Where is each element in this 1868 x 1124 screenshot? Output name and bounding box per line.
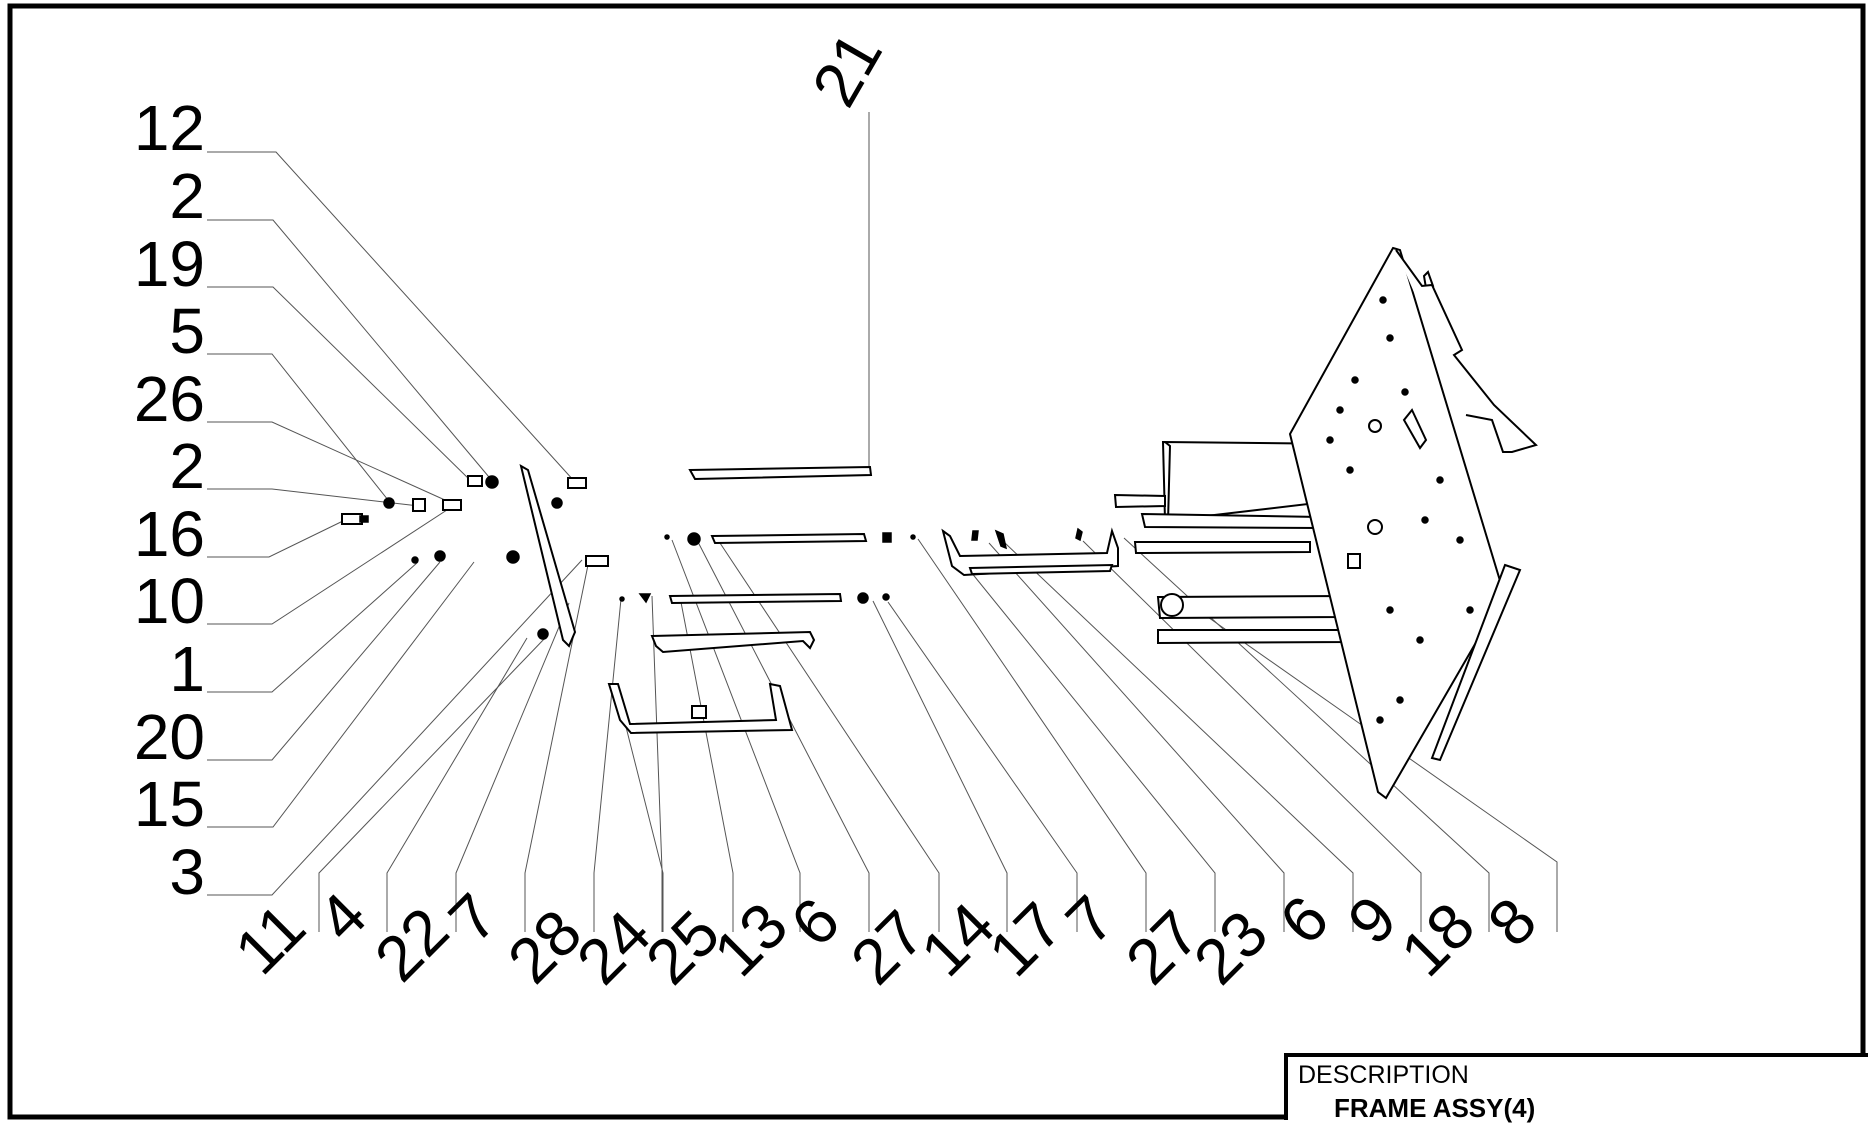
description-value: FRAME ASSY(4) xyxy=(1334,1093,1536,1123)
callout-left-4: 5 xyxy=(169,295,205,367)
callout-left-3: 19 xyxy=(134,228,205,300)
bottom-callouts: 11 4 22 7 28 24 25 13 6 27 14 17 7 27 23… xyxy=(221,879,1550,998)
callout-left-1: 12 xyxy=(134,92,205,164)
drawing-frame xyxy=(7,3,1866,1120)
title-block: DESCRIPTION FRAME ASSY(4) xyxy=(1284,1053,1868,1123)
description-label: DESCRIPTION xyxy=(1298,1061,1469,1089)
left-callouts: 12 2 19 5 26 2 16 10 1 20 15 3 xyxy=(134,92,205,908)
callout-left-2: 2 xyxy=(169,160,205,232)
callout-left-12: 3 xyxy=(169,836,205,908)
left-leaders xyxy=(207,151,583,896)
callout-left-11: 15 xyxy=(134,768,205,840)
callout-left-8: 10 xyxy=(134,565,205,637)
bottom-leaders xyxy=(318,537,1558,932)
callout-left-7: 16 xyxy=(134,498,205,570)
callout-bottom-18: 18 xyxy=(1387,889,1488,990)
parts xyxy=(341,246,1538,800)
callout-top: 21 xyxy=(798,20,896,118)
callout-left-9: 1 xyxy=(169,633,205,705)
callout-bottom-15: 23 xyxy=(1180,897,1281,998)
callout-left-5: 26 xyxy=(134,363,205,435)
callout-bottom-19: 8 xyxy=(1474,884,1550,960)
callout-left-10: 20 xyxy=(134,701,205,773)
callout-left-6: 2 xyxy=(169,430,205,502)
